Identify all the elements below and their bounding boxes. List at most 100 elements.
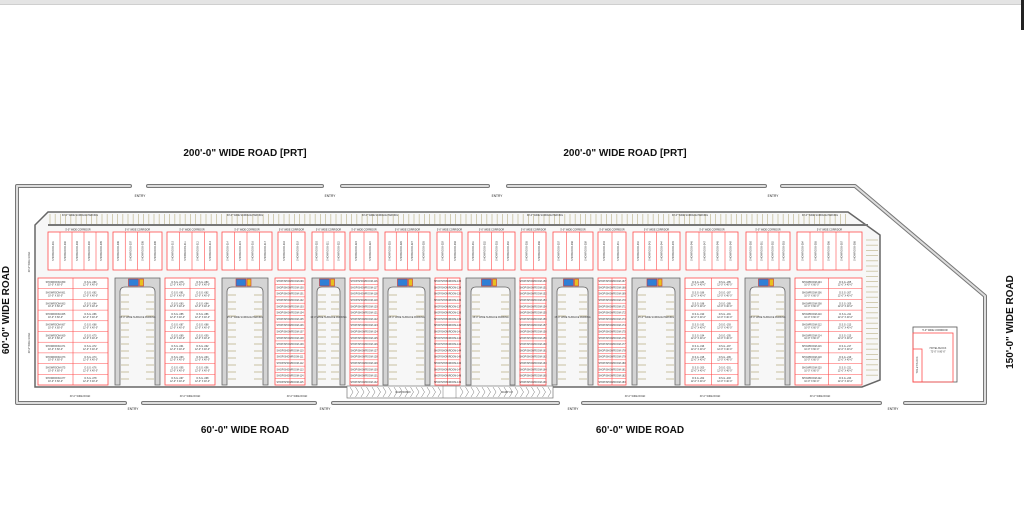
unit-label: SHOP/SHOWROOM-162 [519,356,547,359]
scrollbar[interactable] [1021,0,1024,30]
unit-label: SHOP/SHOWROOM-111 [277,356,304,359]
unit-label: D.S.G.-084 [197,302,210,305]
unit-label: SHOP/SHOWROOM-147 [434,368,462,371]
unit-label: SHOWROOM-024 [369,241,372,261]
unit-label: SHOWROOM-032 [484,241,487,261]
unit-size: 12'-0" X 40'-0" [691,316,706,319]
unit-label: SHOWROOM-057 [841,241,844,261]
stair-icon [408,278,413,287]
lift-icon [397,278,408,287]
toilet-unit [912,348,923,383]
unit-label: SHOWROOM-214 [802,334,822,337]
lift-icon [319,278,330,287]
unit-label: D.S.G.-201 [719,366,732,369]
unit-size: 12'-0" X 40'-0" [717,326,732,329]
ramp-arrow-icon [470,386,475,398]
unit-label: SHOP/SHOWROOM-131 [350,375,378,378]
unit-group-top [166,231,218,271]
unit-group-top [112,231,163,271]
ramp-arrow-icon [371,386,376,398]
unit-label: SHOWROOM-036 [538,241,541,261]
unit-label: D.S.G.-085 [172,313,185,316]
unit-label: SHOWROOM-026 [400,241,403,261]
unit-label: SHOWROOM-006 [117,241,120,261]
ramp-arrow-icon [492,386,497,398]
unit-label: SHOP/SHOWROOM-141 [434,331,462,334]
unit-label: SHOP/SHOWROOM-145 [434,356,462,359]
unit-label: SHOP/SHOWROOM-135 [434,293,462,296]
unit-size: 12'-0" X 40'-0" [691,348,706,351]
ramp [346,385,554,399]
unit-label: SHOP/SHOWROOM-153 [519,299,547,302]
ramp-arrow-icon [465,386,469,398]
unit-size: 10'-0" X 60'-0" [48,369,63,372]
unit-size: 12'-0" X 40'-0" [195,380,210,383]
ramp-arrow-icon [421,386,425,398]
unit-size: 10'-0" X 60'-0" [48,294,63,297]
unit-label: SHOWROOM-049 [730,241,733,261]
unit-label: SHOWROOM-034 [507,241,510,261]
unit-label: D.S.G.-199 [719,356,732,359]
unit-size: 12'-0" X 40'-0" [170,337,185,340]
unit-size: 12'-0" X 40'-0" [838,326,853,329]
unit-label: D.S.G.-079 [172,281,185,284]
unit-label: SHOWROOM-056 [828,241,831,261]
unit-label: D.S.G.-096 [197,366,210,369]
unit-size: 12'-0" X 40'-0" [170,316,185,319]
unit-size: 12'-0" X 40'-0" [691,294,706,297]
unit-label: D.S.G.-194 [692,334,705,337]
court-wall [465,277,516,386]
unit-label: SHOP/SHOWROOM-155 [519,312,547,315]
unit-label: SHOP/SHOWROOM-149 [434,381,462,384]
unit-label: SHOWROOM-042 [637,241,640,261]
unit-size: 10'-0" X 60'-0" [48,359,63,362]
unit-label: SHOWROOM-216 [802,345,822,348]
unit-label: SHOP/SHOWROOM-138 [434,312,462,315]
hotel-outline [912,326,958,383]
unit-label: SHOP/SHOWROOM-167 [598,280,626,283]
unit-label: SHOP/SHOWROOM-127 [350,349,378,352]
unit-size: 12'-0" X 40'-0" [170,369,185,372]
unit-label: SHOP/SHOWROOM-137 [434,305,462,308]
ramp-arrow-icon [536,386,541,398]
ramp-arrow-icon [531,386,535,398]
unit-label: D.S.G.-197 [719,345,732,348]
unit-group-top [436,231,463,271]
entry-label: ENTRY [128,407,140,411]
entry-label: ENTRY [768,194,780,198]
surface-parking-label: 30'-0" WIDE SURFACE PARKING [62,214,98,217]
ramp-arrow-icon [525,386,530,398]
unit-label: SHOP/SHOWROOM-106 [276,324,304,327]
toilet-label: TOILET BLOCK [916,356,919,373]
unit-label: D.S.G.-076 [85,366,98,369]
unit-label: D.S.G.-200 [692,366,705,369]
ramp-arrow-icon [520,386,524,398]
unit-size: 12'-0" X 40'-0" [170,284,185,287]
unit-size: 12'-0" X 40'-0" [838,305,853,308]
unit-label: SHOP/SHOWROOM-115 [277,381,305,384]
stair-icon [574,278,579,287]
unit-label: SHOP/SHOWROOM-116 [351,280,379,283]
corridor-label: 5'-0" WIDE CORRIDOR [755,229,781,232]
unit-group-top [745,231,791,271]
unit-label: SHOWROOM-020 [316,241,319,261]
entry-label: ENTRY [888,407,900,411]
unit-label: SHOWROOM-058 [854,241,857,261]
unit-label: SHOP/SHOWROOM-171 [598,305,626,308]
unit-label: SHOP/SHOWROOM-133 [434,280,462,283]
unit-label: D.S.G.-090 [197,334,210,337]
ramp-arrow-icon [514,386,519,398]
unit-label: SHOP/SHOWROOM-152 [519,293,547,296]
unit-group-top [311,231,346,271]
unit-label: SHOP/SHOWROOM-124 [350,331,378,334]
unit-size: 12'-0" X 40'-0" [717,359,732,362]
road-label-east: 150'-0" WIDE ROAD [1005,275,1016,369]
unit-group-top [47,231,109,271]
court-wall [114,277,161,386]
corridor-label: 5'-0" WIDE CORRIDOR [560,229,586,232]
unit-size: 12'-0" X 40'-0" [83,326,98,329]
unit-size: 12'-0" X 40'-0" [717,380,732,383]
unit-group-top [552,231,594,271]
unit-label: D.S.G.-223 [839,377,852,380]
ramp-arrow-icon [459,386,464,398]
